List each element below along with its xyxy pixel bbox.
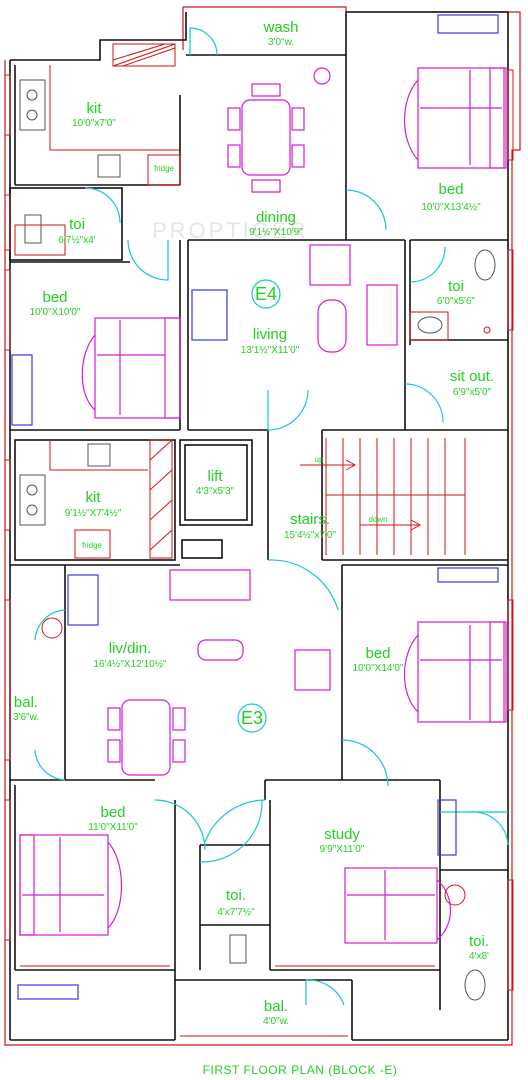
room-name-sitout: sit out. [450,368,494,385]
room-dim-bal-b: 4'0"w. [263,1016,289,1027]
room-dim-kit-top: 10'0"x7'0" [72,118,116,129]
room-dim-toi-br: 4'x8' [469,951,489,962]
outer-boundary [4,6,521,1046]
note-stairs-up: up [315,455,324,464]
watermark: PROPTIGER [152,218,309,243]
room-dim-bed-tl: 10'0"X10'0" [30,307,81,318]
room-name-toi-tl: toi [69,216,85,233]
windows [4,43,514,1037]
room-labels: wash 3'0"w. kit 10'0"x7'0" dining 9'1½"X… [13,19,494,1027]
walls [9,11,509,1041]
room-name-wash: wash [262,19,298,36]
unit-tag-e3: E3 [241,708,263,728]
room-dim-kit-mid: 9'1½"X7'4½" [65,508,122,519]
room-name-stairs: stairs. [290,511,330,528]
room-name-toi-br: toi. [469,933,489,950]
room-dim-toi-bm: 4'x7'7½" [217,907,255,918]
room-name-bed-mr: bed [365,645,390,662]
plan-caption: FIRST FLOOR PLAN (BLOCK -E) [203,1063,398,1077]
room-dim-bed-bl: 11'0"X11'0" [88,822,138,833]
room-name-kit-mid: kit [86,489,102,506]
room-dim-sitout: 6'9"x5'0" [453,387,492,398]
room-name-living: living [253,326,287,343]
room-name-toi-tr: toi [448,278,464,295]
room-dim-livdin: 16'4½"X12'10½" [93,659,167,670]
room-dim-stairs: 15'4½"x7'0" [284,530,337,541]
room-dim-lift: 4'3"x5'3" [196,486,235,497]
room-dim-dining: 9'1½"X10'9" [249,227,303,238]
room-dim-wash: 3'0"w. [268,37,294,48]
room-dim-toi-tl: 6'7½"x4' [58,235,95,246]
room-name-bed-bl: bed [100,804,125,821]
room-dim-bal-l: 3'6"w. [13,712,39,723]
room-dim-bed-mr: 10'0"X14'0" [353,663,404,674]
room-dim-study: 9'9"X11'0" [320,844,365,855]
room-name-livdin: liv/din. [109,640,152,657]
room-name-bal-l: bal. [14,694,38,711]
room-name-dining: dining [256,209,296,226]
room-name-study: study [324,826,360,843]
stairs [300,438,466,555]
room-name-toi-bm: toi. [226,887,246,904]
room-name-bed-tr: bed [438,181,463,198]
doors [34,27,509,1006]
room-name-bed-tl: bed [42,289,67,306]
unit-tag-e4: E4 [255,284,277,304]
note-fridge-top: fridge [154,164,175,173]
room-dim-toi-tr: 6'0"x5'6" [437,296,476,307]
room-name-kit-top: kit [87,100,103,117]
room-dim-bed-tr: 10'0"X13'4½" [421,202,481,213]
furniture [11,14,507,1001]
room-dim-living: 13'1½"X11'0" [241,345,300,356]
note-stairs-down: down [368,515,387,524]
room-name-lift: lift [208,468,224,485]
note-fridge-mid: fridge [82,541,103,550]
room-name-bal-b: bal. [264,998,288,1015]
